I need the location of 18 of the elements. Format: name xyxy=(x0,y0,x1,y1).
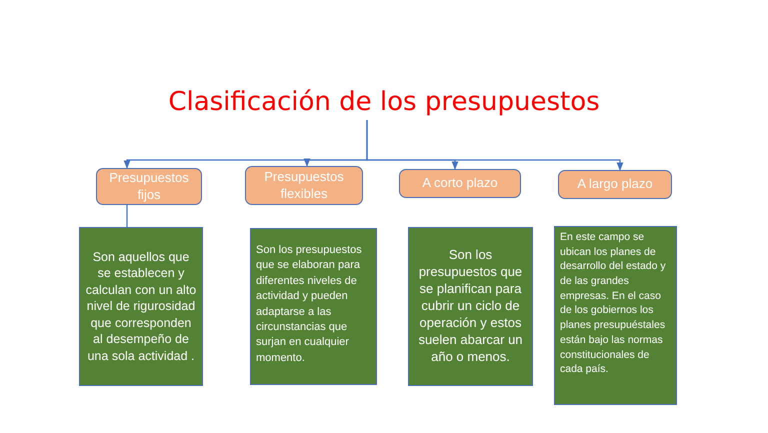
box-label: Presupuestos flexibles xyxy=(263,168,345,202)
category-box xyxy=(399,169,521,198)
description-text: En este campo se ubican los planes de desarrollo del estado y de las grandes empresas. En el caso de los gobiernos los planes presupuéstales están bajo las normas constitucionales de cada país. xyxy=(560,230,667,377)
box-label: Presupuestos fijos xyxy=(108,170,190,204)
box-label: A corto plazo xyxy=(422,175,498,192)
description-box xyxy=(79,227,203,386)
category-box xyxy=(96,168,202,205)
description-text: Son los presupuestos que se elaboran para diferentes niveles de actividad y pueden adaptarse a las circunstancias que surjan en cualquier momento. xyxy=(256,243,363,366)
category-box xyxy=(245,166,363,205)
description-box xyxy=(250,228,377,385)
description-box xyxy=(554,226,677,405)
description-text: Son los presupuestos que se planifican para cubrir un ciclo de operación y estos suelen abarcar un año o menos. xyxy=(417,247,524,366)
box-label: A largo plazo xyxy=(577,176,653,193)
description-box xyxy=(408,227,533,386)
category-box xyxy=(558,170,672,199)
diagram-title: Clasificación de los presupuestos xyxy=(150,84,618,120)
connector-arrow xyxy=(366,120,624,171)
description-text: Son aquellos que se establecen y calculan con un alto nivel de rigurosidad que corresponden al desempeño de una sola actividad . xyxy=(85,248,197,364)
